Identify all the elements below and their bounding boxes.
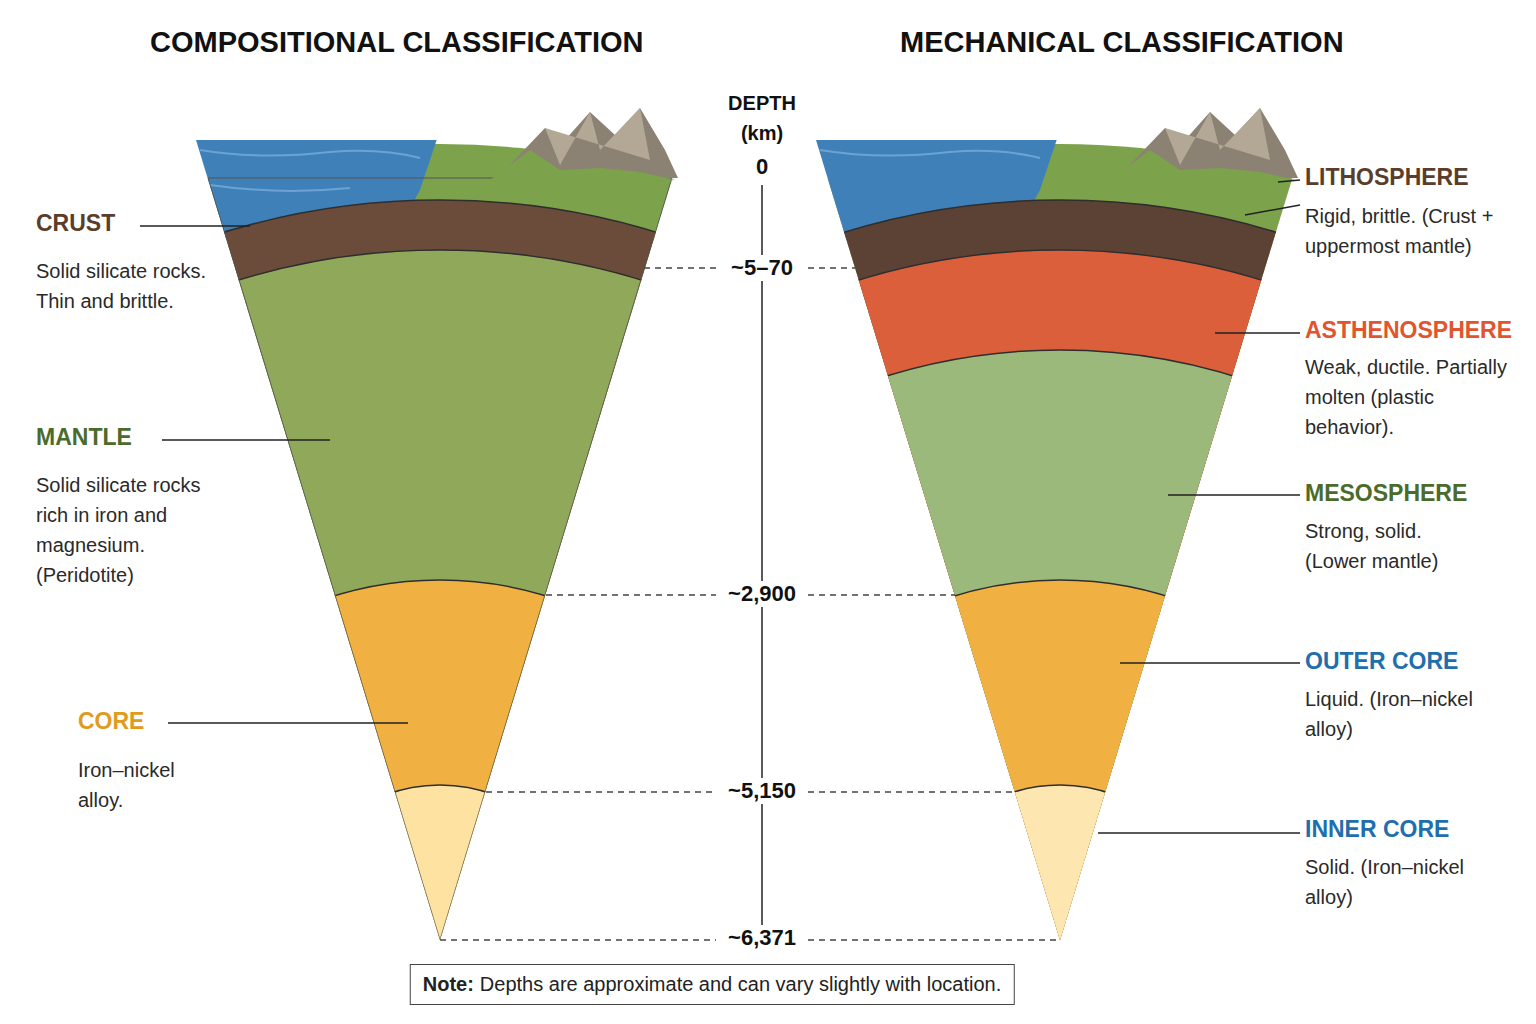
layer-description: Weak, ductile. Partially molten (plastic… — [1305, 352, 1510, 442]
depth-axis — [761, 185, 763, 935]
note-label: Note: — [423, 973, 474, 995]
layer-name: MESOSPHERE — [1305, 480, 1467, 507]
depth-value: ~5,150 — [724, 778, 800, 804]
layer-description: Liquid. (Iron–nickel alloy) — [1305, 684, 1495, 744]
layer-description: Rigid, brittle. (Crust + uppermost mantl… — [1305, 201, 1510, 261]
layer-name: ASTHENOSPHERE — [1305, 317, 1512, 344]
mechanical-wedge — [264, 130, 1536, 1024]
depth-value: ~6,371 — [724, 925, 800, 951]
layer-name: CORE — [78, 708, 144, 735]
layer-description: Solid silicate rocks. Thin and brittle. — [36, 256, 236, 316]
depth-value: ~5–70 — [727, 255, 797, 281]
axis-title: DEPTH (km) — [712, 88, 812, 148]
layer-name: OUTER CORE — [1305, 648, 1458, 675]
layer-name: INNER CORE — [1305, 816, 1449, 843]
note-box: Note: Depths are approximate and can vary… — [410, 964, 1015, 1005]
leader-lines — [140, 180, 1300, 833]
layer-name: MANTLE — [36, 424, 132, 451]
main-heading: MECHANICAL CLASSIFICATION — [900, 26, 1344, 59]
main-heading: COMPOSITIONAL CLASSIFICATION — [150, 26, 644, 59]
depth-value: ~2,900 — [724, 581, 800, 607]
depth-dashes — [440, 268, 1060, 940]
mountains — [1110, 108, 1298, 190]
layer-name: LITHOSPHERE — [1305, 164, 1469, 191]
layer-description: Iron–nickel alloy. — [78, 755, 203, 815]
note-text: Depths are approximate and can vary slig… — [480, 973, 1001, 995]
layer-name: CRUST — [36, 210, 115, 237]
layer-description: Strong, solid. (Lower mantle) — [1305, 516, 1480, 576]
mountains — [490, 108, 678, 190]
layer-description: Solid. (Iron–nickel alloy) — [1305, 852, 1495, 912]
depth-value: 0 — [752, 154, 772, 180]
layer-description: Solid silicate rocks rich in iron and ma… — [36, 470, 236, 590]
